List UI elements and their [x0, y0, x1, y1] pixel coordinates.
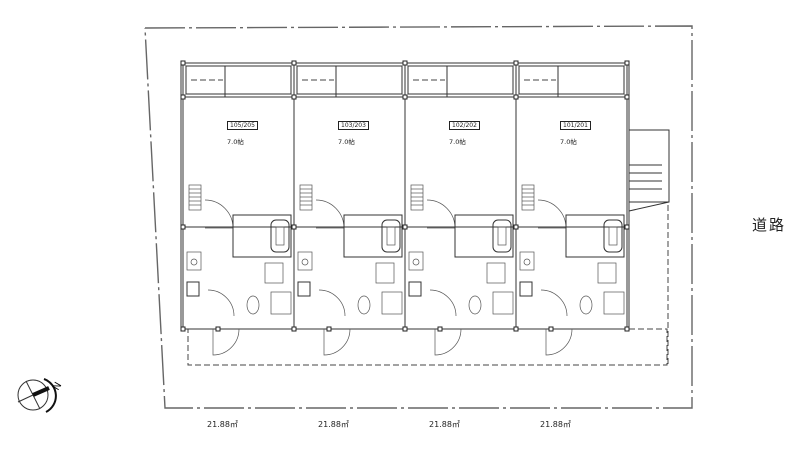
- floor-area: 21.88㎡: [207, 420, 238, 429]
- staircase: [628, 129, 670, 365]
- room-number: 101/201: [560, 121, 591, 130]
- north-arrow-icon: [17, 378, 57, 413]
- site-boundary: [144, 25, 693, 409]
- room-size: 7.0帖: [227, 138, 244, 146]
- unit-1: [180, 60, 297, 356]
- unit-2: [291, 60, 408, 356]
- floor-area: 21.88㎡: [318, 420, 349, 429]
- unit-3: [402, 60, 519, 356]
- road-label: 道路: [752, 216, 787, 234]
- room-number: 103/203: [338, 121, 369, 130]
- room-size: 7.0帖: [560, 138, 577, 146]
- room-size: 7.0帖: [449, 138, 466, 146]
- room-number: 105/205: [227, 121, 258, 130]
- corridor-outline: [187, 328, 668, 366]
- room-number: 102/202: [449, 121, 480, 130]
- floor-area: 21.88㎡: [540, 420, 571, 429]
- room-size: 7.0帖: [338, 138, 355, 146]
- floor-area: 21.88㎡: [429, 420, 460, 429]
- unit-4: [513, 60, 630, 356]
